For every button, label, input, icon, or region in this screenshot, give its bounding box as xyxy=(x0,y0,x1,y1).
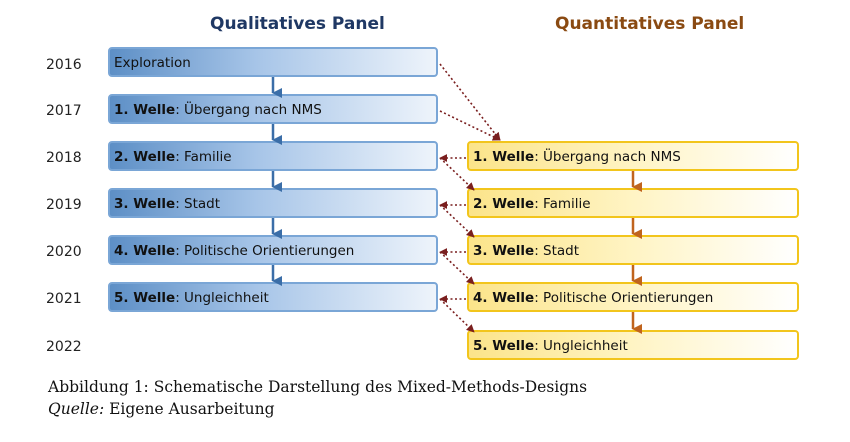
cross-arrow-qual-to-quant xyxy=(439,63,501,141)
box-bold-label: 2. Welle xyxy=(114,149,176,165)
source-label: Quelle: xyxy=(48,400,105,418)
qual-box-wave-5: 5. Welle: Ungleichheit xyxy=(108,282,438,312)
box-bold-label: 5. Welle xyxy=(114,290,176,306)
box-bold-label: 3. Welle xyxy=(473,243,535,259)
figure-source: Quelle: Eigene Ausarbeitung xyxy=(48,400,275,418)
year-label-2018: 2018 xyxy=(46,150,82,166)
cross-arrow-qual-to-quant xyxy=(439,110,501,141)
box-bold-label: 5. Welle xyxy=(473,338,535,354)
cross-arrow-qual-to-quant xyxy=(439,204,475,238)
box-text: : Politische Orientierungen xyxy=(175,243,355,259)
box-bold-label: 2. Welle xyxy=(473,196,535,212)
quantitative-panel-heading: Quantitatives Panel xyxy=(555,14,745,34)
box-text: : Ungleichheit xyxy=(175,290,269,306)
box-bold-label: 4. Welle xyxy=(114,243,176,259)
year-label-2022: 2022 xyxy=(46,339,82,355)
cross-arrow-qual-to-quant xyxy=(439,298,475,333)
box-text: : Stadt xyxy=(175,196,221,212)
quant-box-wave-4: 4. Welle: Politische Orientierungen xyxy=(467,282,799,312)
year-label-2016: 2016 xyxy=(46,57,82,73)
quant-box-wave-1: 1. Welle: Übergang nach NMS xyxy=(467,141,799,171)
box-text: : Übergang nach NMS xyxy=(175,102,322,118)
year-label-2017: 2017 xyxy=(46,103,82,119)
source-text: Eigene Ausarbeitung xyxy=(104,400,275,418)
year-label-2020: 2020 xyxy=(46,244,82,260)
box-bold-label: 4. Welle xyxy=(473,290,535,306)
qual-box-exploration: Exploration xyxy=(108,47,438,77)
box-text: : Ungleichheit xyxy=(534,338,628,354)
qual-box-wave-3: 3. Welle: Stadt xyxy=(108,188,438,218)
year-label-2021: 2021 xyxy=(46,291,82,307)
quant-box-wave-5: 5. Welle: Ungleichheit xyxy=(467,330,799,360)
box-bold-label: 1. Welle xyxy=(114,102,176,118)
box-text: : Stadt xyxy=(534,243,580,259)
box-text: : Familie xyxy=(534,196,591,212)
year-label-2019: 2019 xyxy=(46,197,82,213)
box-text: : Übergang nach NMS xyxy=(534,149,681,165)
qualitative-panel-heading: Qualitatives Panel xyxy=(210,14,385,34)
qual-box-wave-2: 2. Welle: Familie xyxy=(108,141,438,171)
figure-caption: Abbildung 1: Schematische Darstellung de… xyxy=(48,378,588,396)
qual-box-wave-4: 4. Welle: Politische Orientierungen xyxy=(108,235,438,265)
cross-arrow-qual-to-quant xyxy=(439,251,475,285)
box-text: : Politische Orientierungen xyxy=(534,290,714,306)
box-text: : Familie xyxy=(175,149,232,165)
box-bold-label: 3. Welle xyxy=(114,196,176,212)
cross-arrow-qual-to-quant xyxy=(439,157,475,191)
box-text: Exploration xyxy=(114,55,191,71)
box-bold-label: 1. Welle xyxy=(473,149,535,165)
